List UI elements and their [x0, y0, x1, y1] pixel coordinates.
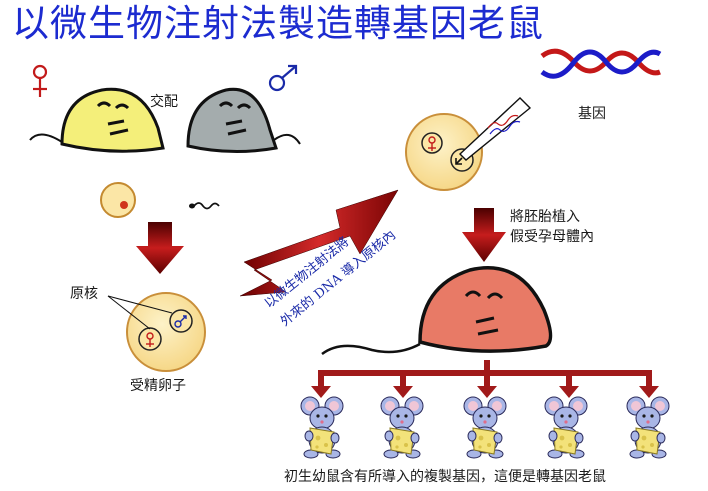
male-symbol-icon [268, 64, 298, 92]
down-arrow-1 [136, 222, 184, 274]
dna-helix-icon [540, 48, 662, 79]
pronucleus-label: 原核 [70, 286, 98, 302]
baby-mouse-2 [380, 396, 424, 459]
baby-mouse-5 [626, 396, 670, 459]
implant-label-line1: 將胚胎植入 [510, 209, 580, 225]
micropipette-icon [455, 97, 532, 165]
diagonal-arrow [239, 189, 399, 297]
fertilized-egg-label: 受精卵子 [130, 378, 186, 394]
surrogate-mother-mouse [321, 266, 553, 356]
offspring-distribution-arrows [311, 360, 659, 398]
conclusion-text: 初生幼鼠含有所導入的複製基因，這便是轉基因老鼠 [284, 469, 606, 485]
injected-egg [405, 113, 483, 191]
pronucleus-pointer-lines [107, 295, 173, 330]
baby-mouse-1 [300, 396, 344, 459]
implant-label-line2: 假受孕母體內 [510, 229, 594, 245]
baby-mouse-4 [544, 396, 588, 459]
sperm-icon [189, 202, 220, 210]
fertilized-egg [126, 292, 206, 372]
mating-label: 交配 [150, 94, 178, 110]
down-arrow-2 [462, 208, 506, 262]
female-mouse [29, 87, 165, 153]
gene-label: 基因 [578, 106, 606, 122]
baby-mouse-3 [463, 396, 507, 459]
male-mouse [186, 87, 301, 154]
egg-cell [100, 182, 136, 218]
female-symbol-icon [32, 64, 48, 97]
page-title: 以微生物注射法製造轉基因老鼠 [12, 2, 544, 45]
